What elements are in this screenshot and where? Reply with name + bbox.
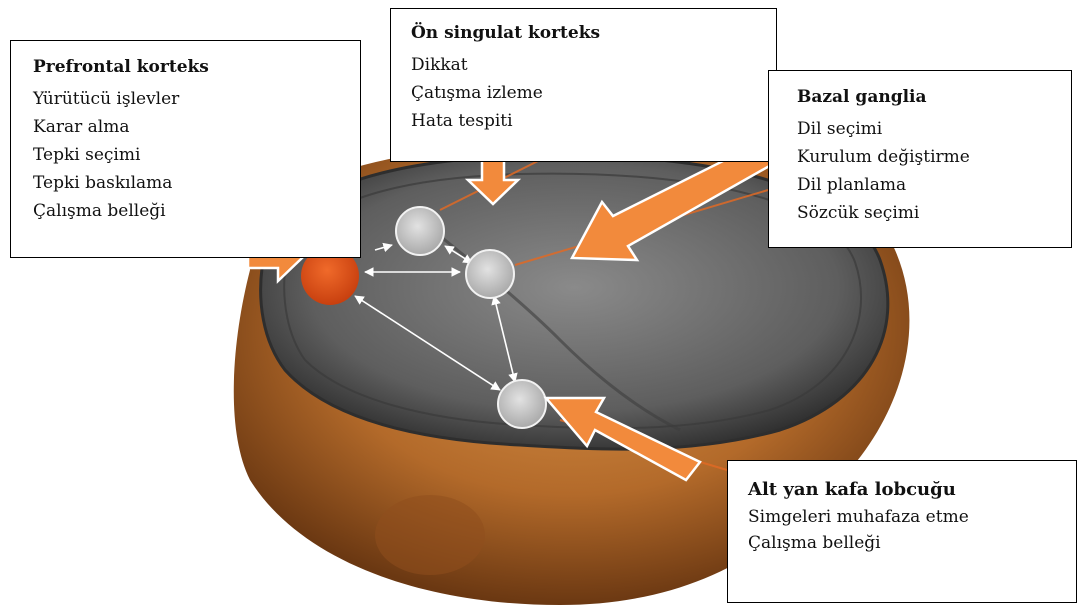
basal-item: Dil planlama (797, 171, 1071, 199)
inferior-parietal-box: Alt yan kafa lobcuğu Simgeleri muhafaza … (727, 460, 1077, 603)
basal-item: Sözcük seçimi (797, 199, 1071, 227)
node-acc (396, 207, 444, 255)
prefrontal-title: Prefrontal korteks (33, 57, 360, 77)
acc-item: Çatışma izleme (411, 79, 776, 107)
basal-title: Bazal ganglia (797, 87, 1071, 107)
acc-item: Hata tespiti (411, 107, 776, 135)
ipl-item: Çalışma belleği (748, 530, 1076, 556)
prefrontal-item: Karar alma (33, 113, 360, 141)
basal-item: Dil seçimi (797, 115, 1071, 143)
node-ipl (498, 380, 546, 428)
acc-list: Dikkat Çatışma izleme Hata tespiti (411, 51, 776, 135)
acc-title: Ön singulat korteks (411, 23, 776, 43)
prefrontal-list: Yürütücü işlevler Karar alma Tepki seçim… (33, 85, 360, 225)
prefrontal-item: Tepki baskılama (33, 169, 360, 197)
ipl-title: Alt yan kafa lobcuğu (748, 479, 1076, 500)
prefrontal-cortex-box: Prefrontal korteks Yürütücü işlevler Kar… (10, 40, 361, 258)
ipl-list: Simgeleri muhafaza etme Çalışma belleği (748, 504, 1076, 556)
node-basal (466, 250, 514, 298)
ear (375, 495, 485, 575)
basal-list: Dil seçimi Kurulum değiştirme Dil planla… (797, 115, 1071, 227)
basal-item: Kurulum değiştirme (797, 143, 1071, 171)
ipl-item: Simgeleri muhafaza etme (748, 504, 1076, 530)
acc-item: Dikkat (411, 51, 776, 79)
prefrontal-item: Tepki seçimi (33, 141, 360, 169)
prefrontal-item: Çalışma belleği (33, 197, 360, 225)
anterior-cingulate-box: Ön singulat korteks Dikkat Çatışma izlem… (390, 8, 777, 162)
basal-ganglia-box: Bazal ganglia Dil seçimi Kurulum değişti… (768, 70, 1072, 248)
prefrontal-item: Yürütücü işlevler (33, 85, 360, 113)
